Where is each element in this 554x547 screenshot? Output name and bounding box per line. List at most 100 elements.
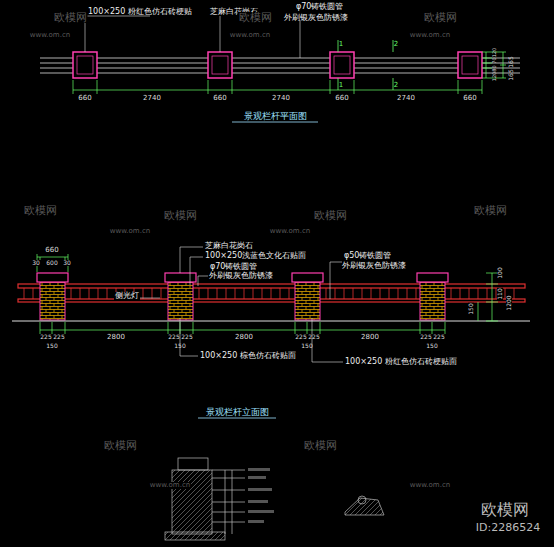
baluster (326, 288, 327, 299)
dimension: 2800 (235, 334, 253, 341)
baluster (478, 288, 479, 299)
baluster (107, 288, 108, 299)
baluster (161, 288, 162, 299)
material-note: 外刷银灰色防锈漆 (284, 14, 348, 22)
baluster (208, 288, 209, 299)
dimension: 30 (62, 260, 72, 266)
dimension: 2740 (272, 95, 290, 102)
baluster (152, 288, 153, 299)
baluster (371, 288, 372, 299)
baluster (289, 288, 290, 299)
dimension: 660 (78, 95, 91, 102)
material-note: φ70铸铁圆管 (296, 3, 343, 11)
baluster (487, 288, 488, 299)
baluster (380, 288, 381, 299)
watermark: www.om.cn (110, 228, 150, 235)
dimension: 120 (492, 72, 497, 82)
baluster (244, 288, 245, 299)
baluster (80, 288, 81, 299)
watermark: 欧模网 (104, 440, 137, 451)
material-note: 100×250 棕色仿石砖贴面 (200, 352, 296, 360)
baluster (416, 288, 417, 299)
dimension: 660 (213, 95, 226, 102)
dimension: 80 (492, 65, 497, 71)
baluster (469, 288, 470, 299)
watermark: 欧模网 (423, 12, 458, 23)
watermark: 欧模网 (314, 210, 347, 221)
baluster (271, 288, 272, 299)
dimension: 70 (492, 57, 497, 63)
dimension: 660 (335, 95, 348, 102)
watermark: 欧模网 (164, 210, 197, 221)
baluster (143, 288, 144, 299)
dimension: 1200 (506, 294, 512, 311)
dimension: 225 (295, 334, 306, 340)
dimension: 660 (45, 247, 58, 254)
callout-label: 侧光灯 (114, 292, 140, 300)
material-note: 芝麻白花岗石 (205, 242, 253, 250)
material-note: 外刷银灰色防锈漆 (208, 272, 274, 280)
material-note: φ70铸铁圆管 (210, 263, 257, 271)
dimension: 2800 (107, 334, 125, 341)
dimension: 150 (174, 343, 185, 349)
dimension: 2800 (361, 334, 379, 341)
baluster (344, 288, 345, 299)
watermark: ID:2286524 (476, 522, 540, 533)
baluster (398, 288, 399, 299)
material-note: 100×250 粉红色仿石砖梗贴面 (345, 358, 457, 366)
watermark: www.om.cn (410, 32, 450, 39)
watermark: www.om.cn (410, 482, 450, 489)
material-note: 外刷银灰色防锈漆 (342, 262, 406, 270)
dimension: 2740 (397, 95, 415, 102)
baluster (235, 288, 236, 299)
dimension: 600 (45, 260, 58, 266)
dimension: 225 (420, 334, 431, 340)
dimension: 30 (31, 260, 41, 266)
watermark: www.om.cn (149, 482, 191, 489)
baluster (226, 288, 227, 299)
baluster (253, 288, 254, 299)
watermark: www.om.cn (30, 32, 70, 39)
material-note: 100×250浅蓝色文化石贴面 (205, 252, 306, 260)
dimension: 150 (46, 343, 57, 349)
dimension: 165 (508, 69, 514, 80)
baluster (335, 288, 336, 299)
dimension: 225 (308, 334, 319, 340)
baluster (98, 288, 99, 299)
baluster (199, 288, 200, 299)
material-note: 100×250 粉红色仿石砖梗贴 (88, 8, 192, 16)
watermark: 欧模网 (304, 440, 337, 451)
dimension: 225 (168, 334, 179, 340)
section-mark: 1 (339, 41, 343, 48)
baluster (24, 288, 25, 299)
baluster (362, 288, 363, 299)
baluster (451, 288, 452, 299)
baluster (217, 288, 218, 299)
dimension: 225 (53, 334, 64, 340)
watermark: 欧模网 (24, 205, 57, 216)
dimension: 225 (433, 334, 444, 340)
baluster (33, 288, 34, 299)
dimension: 660 (463, 95, 476, 102)
dimension: 110 (497, 287, 503, 300)
dimension: 150 (301, 343, 312, 349)
watermark: 欧模网 (481, 502, 529, 518)
baluster (71, 288, 72, 299)
baluster (280, 288, 281, 299)
baluster (407, 288, 408, 299)
baluster (514, 288, 515, 299)
baluster (262, 288, 263, 299)
dimension: 225 (181, 334, 192, 340)
view-title: 景观栏杆立面图 (206, 408, 269, 417)
section-mark: 1 (339, 82, 343, 89)
dimension: 120 (492, 48, 497, 58)
baluster (389, 288, 390, 299)
watermark: 欧模网 (238, 12, 273, 23)
section-mark: 2 (394, 82, 398, 89)
dimension: 225 (40, 334, 51, 340)
material-note: φ50铸铁圆管 (344, 252, 391, 260)
dimension: 100 (497, 266, 503, 279)
baluster (460, 288, 461, 299)
